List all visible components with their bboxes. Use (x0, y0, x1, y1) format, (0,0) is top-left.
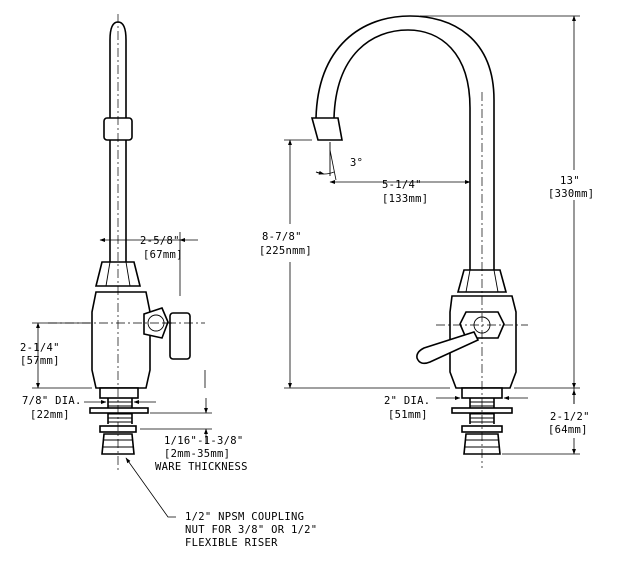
base-diameter-fraction: 2" DIA. (384, 395, 430, 407)
spout-clearance-fraction: 8-7/8" (262, 231, 302, 243)
ware-thickness-metric: [2mm-35mm] (164, 448, 230, 460)
ware-thickness-caption: WARE THICKNESS (155, 461, 248, 473)
gooseneck-inner (315, 15, 495, 270)
gooseneck-outer (333, 29, 471, 270)
base-flange (99, 387, 139, 399)
coupling-note-line-2: NUT FOR 3/8" OR 1/2" (185, 524, 317, 536)
lever-handle (169, 312, 191, 360)
coupling-note-line-1: 1/2" NPSM COUPLING (185, 511, 304, 523)
handle-offset-metric: [67mm] (143, 249, 183, 261)
shank-diameter-fraction: 7/8" DIA. (22, 395, 82, 407)
handle-offset-fraction: 2-5/8" (140, 235, 180, 247)
dim-spout-reach: 5-1/4" [133mm] (329, 179, 471, 205)
base-height-metric: [57mm] (20, 355, 60, 367)
dim-shank-length: 2-1/2" [64mm] (502, 388, 590, 455)
mounting-washer (89, 407, 149, 414)
faucet-side-view (48, 14, 205, 470)
spout-reach-metric: [133mm] (382, 193, 428, 205)
overall-height-metric: [330mm] (548, 188, 594, 200)
ware-thickness-fraction: 1/16"-1-3/8" (164, 435, 243, 447)
dim-overall-height: 13" [330mm] (420, 15, 594, 389)
base-diameter-metric: [51mm] (388, 409, 428, 421)
coupling-note: 1/2" NPSM COUPLING NUT FOR 3/8" OR 1/2" … (125, 457, 317, 549)
front-lock-nut (461, 425, 503, 433)
shank-length-metric: [64mm] (548, 424, 588, 436)
spout-angle-label: 3° (350, 157, 363, 169)
spout-reach-fraction: 5-1/4" (382, 179, 422, 191)
overall-height-fraction: 13" (560, 175, 580, 187)
faucet-front-view (310, 15, 528, 468)
dim-handle-offset: 2-5/8" [67mm] (99, 232, 198, 296)
dim-base-diameter: 2" DIA. [51mm] (384, 395, 528, 421)
dim-base-height: 2-1/4" [57mm] (20, 322, 206, 389)
dim-shank-diameter: 7/8" DIA. [22mm] (22, 395, 156, 421)
dim-ware-thickness: 1/16"-1-3/8" [2mm-35mm] WARE THICKNESS (140, 398, 248, 473)
spout-outlet (310, 117, 343, 141)
shank-diameter-metric: [22mm] (30, 409, 70, 421)
front-lever-handle (416, 331, 480, 365)
dim-spout-angle: 3° (315, 149, 363, 181)
spout-tube-lower (109, 140, 127, 262)
shank-length-fraction: 2-1/2" (550, 411, 590, 423)
spout-clearance-metric: [225nmm] (259, 245, 312, 257)
coupling-note-line-3: FLEXIBLE RISER (185, 537, 278, 549)
dim-spout-clearance: 8-7/8" [225nmm] (259, 139, 450, 389)
base-height-fraction: 2-1/4" (20, 342, 60, 354)
faucet-body (91, 291, 151, 389)
